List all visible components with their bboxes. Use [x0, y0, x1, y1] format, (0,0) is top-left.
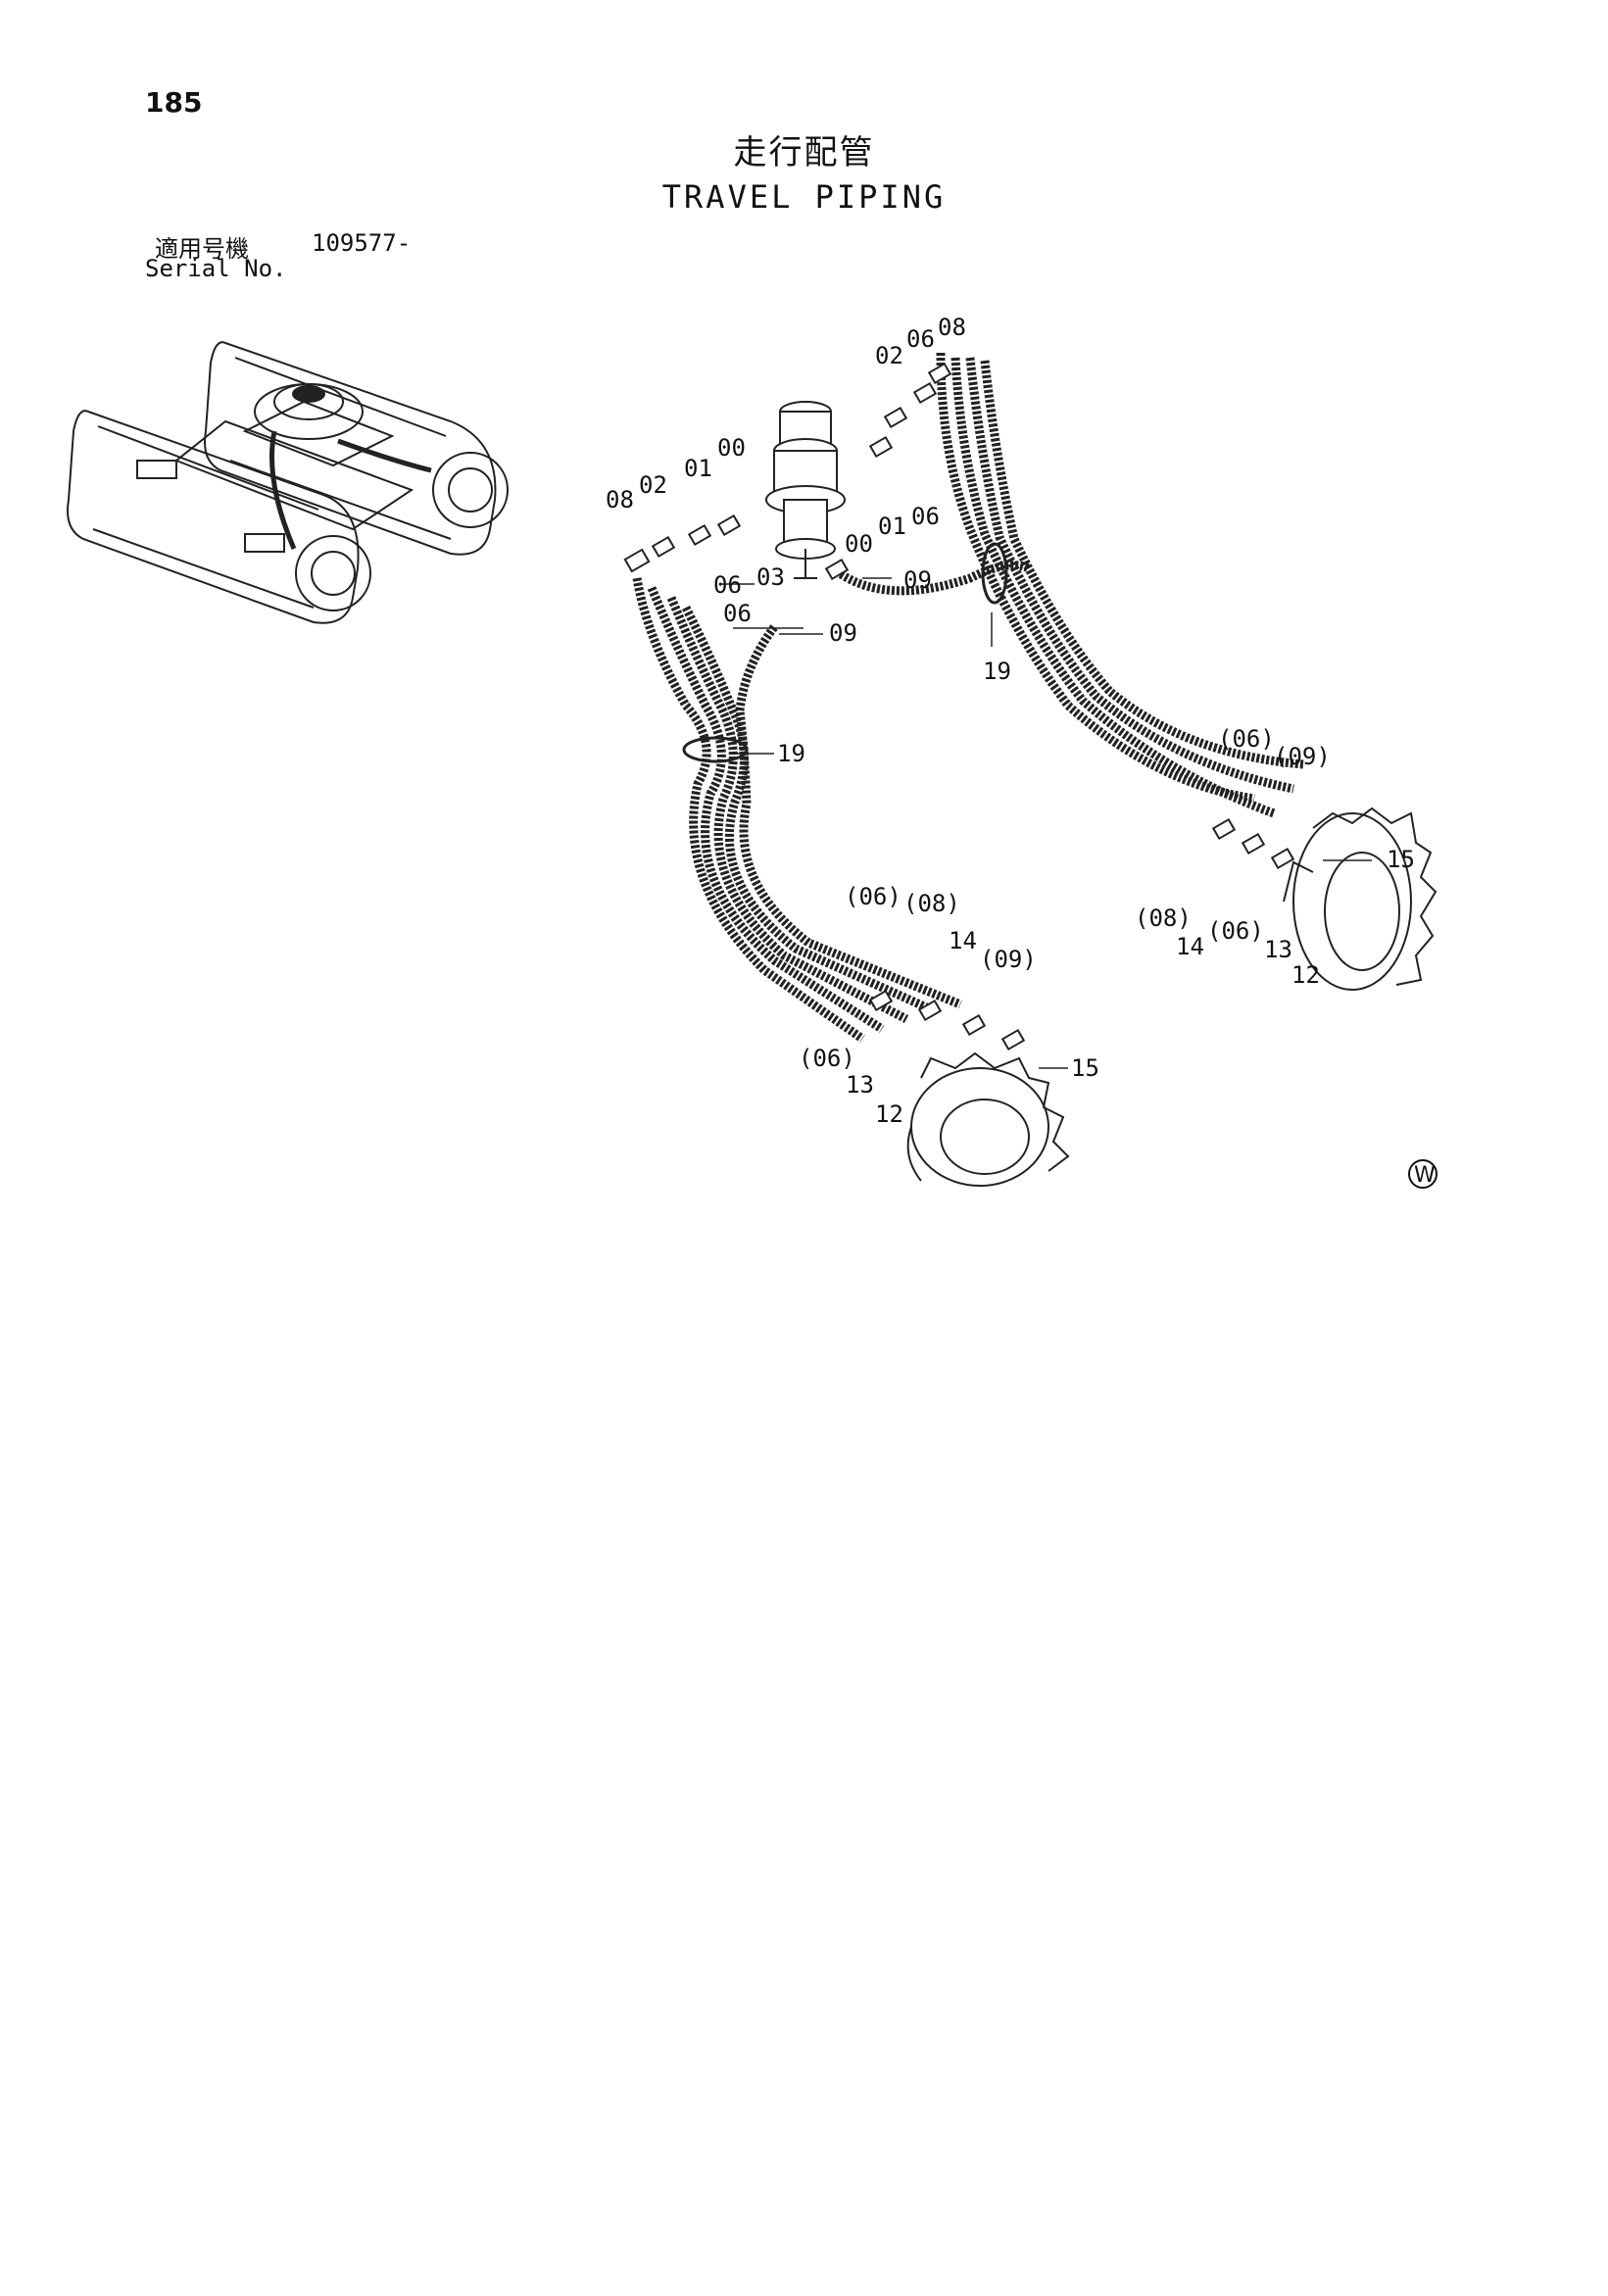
fittings [623, 362, 1295, 1051]
label-09: 09 [829, 619, 857, 647]
label-06-ref: (06) [845, 883, 901, 910]
page-title-jp: 走行配管 [733, 133, 875, 172]
travel-motor-right [1283, 806, 1437, 991]
label-06-ref: (06) [1218, 725, 1275, 753]
label-06: 06 [911, 503, 940, 530]
label-03: 03 [756, 563, 785, 591]
label-08-ref: (08) [903, 890, 960, 917]
label-06: 06 [713, 571, 742, 599]
label-15: 15 [1071, 1054, 1099, 1082]
label-13: 13 [1264, 936, 1292, 963]
hose-clamp [682, 542, 1008, 763]
label-06: 06 [723, 600, 752, 627]
label-14: 14 [1176, 933, 1204, 960]
page-number: 185 [145, 86, 203, 119]
label-01: 01 [684, 455, 712, 482]
label-00: 00 [717, 434, 746, 462]
label-19: 19 [983, 658, 1011, 685]
label-00: 00 [845, 530, 873, 558]
part-labels: 02 06 08 08 02 01 00 01 00 06 06 06 03 0… [606, 314, 1415, 1128]
label-08-ref: (08) [1135, 904, 1192, 932]
label-02: 02 [639, 471, 667, 499]
label-09: 09 [903, 566, 932, 594]
label-15: 15 [1387, 846, 1415, 873]
label-14: 14 [949, 927, 977, 954]
label-06-ref: (06) [799, 1045, 855, 1072]
serial-label-en: Serial No. [145, 255, 287, 282]
label-06-ref: (06) [1207, 917, 1264, 945]
label-09-ref: (09) [980, 946, 1037, 973]
w-mark: W [1408, 1159, 1437, 1189]
leader-lines [720, 577, 1372, 1069]
serial-value: 109577- [312, 229, 412, 257]
w-mark-text: W [1414, 1163, 1436, 1188]
label-19: 19 [777, 740, 805, 767]
center-joint [765, 401, 846, 579]
travel-motor-left [906, 1051, 1070, 1187]
label-09-ref: (09) [1274, 743, 1331, 770]
page-title-en: TRAVEL PIPING [661, 178, 947, 216]
label-01: 01 [878, 513, 906, 540]
label-06: 06 [906, 325, 935, 353]
label-08: 08 [938, 314, 966, 341]
label-12: 12 [1291, 961, 1320, 989]
label-13: 13 [846, 1071, 874, 1099]
label-02: 02 [875, 342, 903, 369]
label-12: 12 [875, 1100, 903, 1128]
serial-label-jp: 適用号機 [155, 235, 249, 263]
undercarriage-illustration [67, 341, 509, 624]
label-08: 08 [606, 486, 634, 513]
